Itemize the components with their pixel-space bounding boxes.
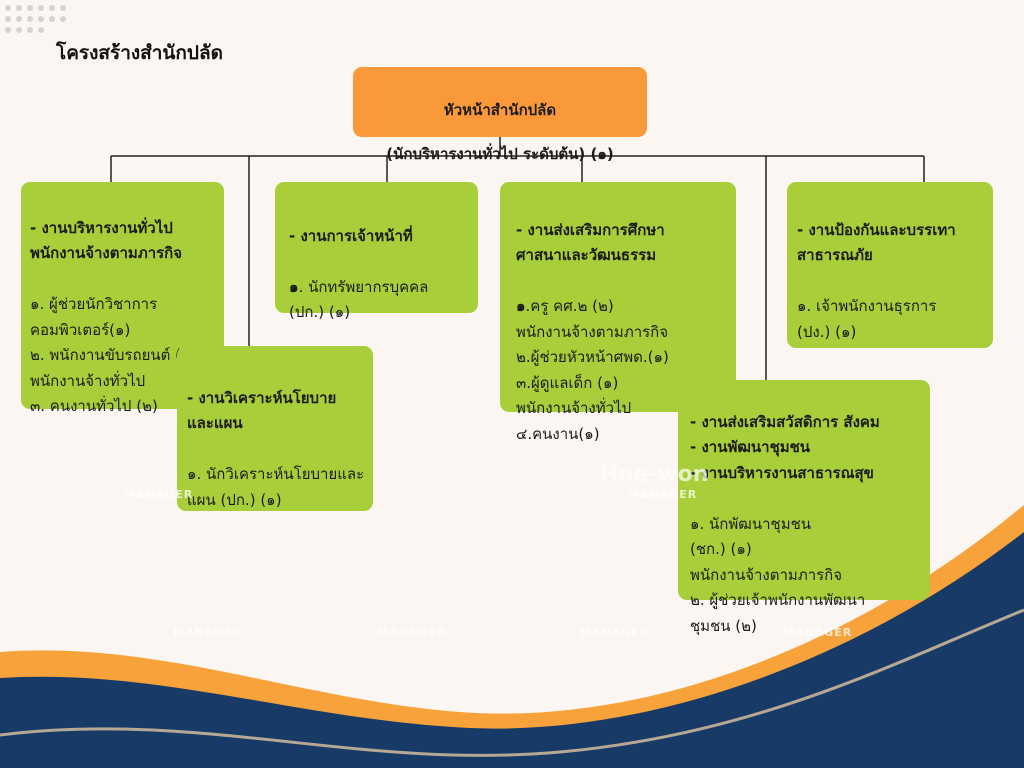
head-subtitle: (นักบริหารงานทั่วไป ระดับต้น) (๑) [386,145,614,163]
head-box: หัวหน้าสำนักปลัด (นักบริหารงานทั่วไป ระด… [353,67,647,163]
education-body-number: ๑ [516,297,526,315]
disaster-title: - งานป้องกันและบรรเทา สาธารณภัย [797,220,956,265]
education-body: ๑.ครู คศ.๒ (๒) พนักงานจ้างตามภารกิจ ๒.ผู… [516,294,736,447]
watermark-text: MANAGER [124,488,194,501]
education-body-text: .ครู คศ.๒ (๒) พนักงานจ้างตามภารกิจ ๒.ผู้… [516,297,669,443]
decorative-dot-grid [5,5,66,33]
general-admin-body: ๑. ผู้ช่วยนักวิชาการ คอมพิวเตอร์(๑) ๒. พ… [30,295,196,415]
box-welfare: - งานส่งเสริมสวัสดิการ สังคม - งานพัฒนาช… [678,380,930,635]
box-disaster: - งานป้องกันและบรรเทา สาธารณภัย ๑. เจ้าพ… [787,182,993,348]
welfare-title: - งานส่งเสริมสวัสดิการ สังคม - งานพัฒนาช… [690,412,880,482]
page-title: โครงสร้างสำนักปลัด [56,42,223,64]
box-policy: - งานวิเคราะห์นโยบาย และแผน ๑. นักวิเครา… [177,346,373,511]
light-wave-line [0,608,1024,757]
watermark-text: MANAGER [580,626,650,639]
watermark-text: MANAGER [783,626,853,639]
disaster-body: ๑. เจ้าพนักงานธุรการ (ปง.) (๑) [797,297,937,341]
box-personnel: - งานการเจ้าหน้าที่ ๑. นักทรัพยากรบุคคล … [275,182,478,321]
personnel-body: ๑. นักทรัพยากรบุคคล (ปก.) (๑) [289,275,478,326]
watermark-logo-text: Hae-won [600,462,709,487]
education-title: - งานส่งเสริมการศึกษา ศาสนาและวัฒนธรรม [516,220,665,265]
watermark-text: MANAGER [173,626,243,639]
welfare-body: ๑. นักพัฒนาชุมชน (ชก.) (๑) พนักงานจ้างตา… [690,514,866,635]
personnel-body-text: . นักทรัพยากรบุคคล (ปก.) (๑) [289,277,429,322]
head-title: หัวหน้าสำนักปลัด [443,101,557,119]
watermark-text: MANAGER [377,626,447,639]
policy-title: - งานวิเคราะห์นโยบาย และแผน [187,388,337,433]
general-admin-title: - งานบริหารงานทั่วไป พนักงานจ้างตามภารกิ… [30,218,183,263]
personnel-title: - งานการเจ้าหน้าที่ [289,226,413,245]
personnel-body-number: ๑ [289,277,299,296]
box-education: - งานส่งเสริมการศึกษา ศาสนาและวัฒนธรรม ๑… [500,182,736,443]
policy-body: ๑. นักวิเคราะห์นโยบายและ แผน (ปก.) (๑) [187,465,365,509]
watermark-text: MANAGER [628,488,698,501]
